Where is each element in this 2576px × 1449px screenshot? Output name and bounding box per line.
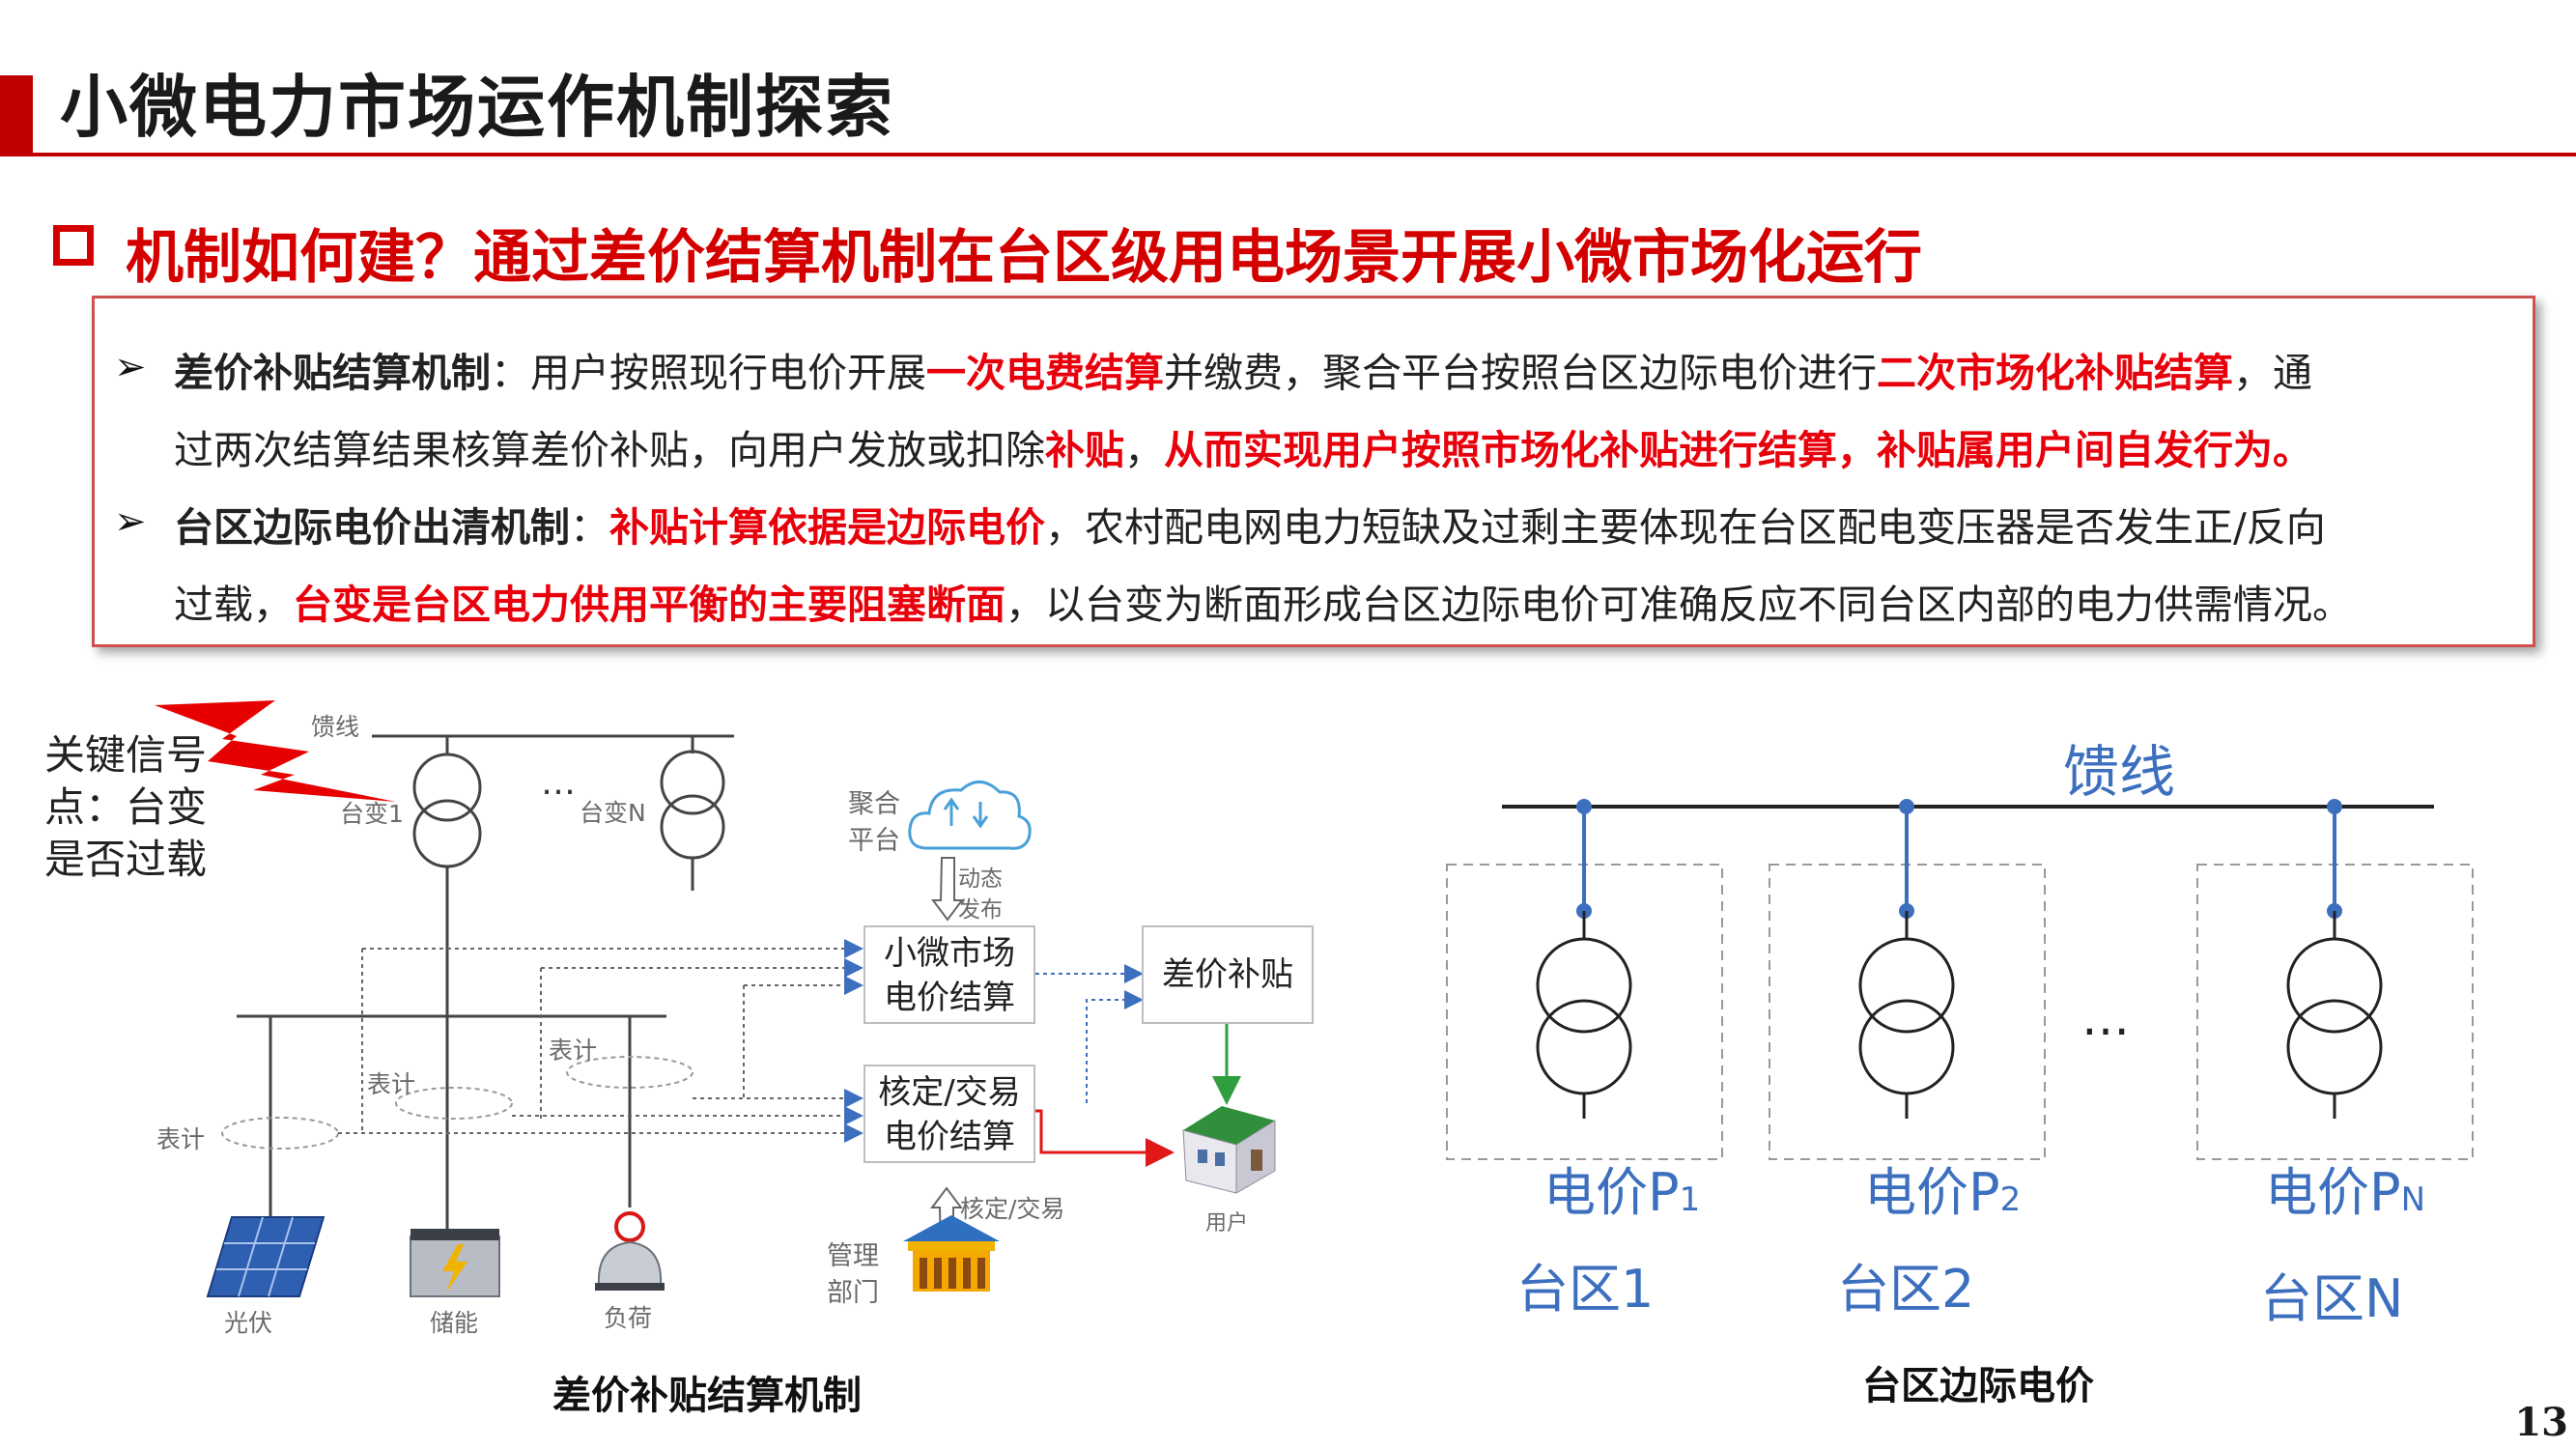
left-diagram-caption: 差价补贴结算机制 (552, 1374, 862, 1418)
transformer-1-icon (412, 753, 482, 822)
management-label: 管理部门 (827, 1241, 879, 1308)
feeder-label: 馈线 (311, 713, 360, 741)
explanation-box (92, 296, 2535, 647)
ellipsis-label: … (541, 763, 576, 803)
management-building-icon (903, 1215, 1000, 1292)
area-n-transformer-icon (2286, 799, 2383, 1119)
user-label: 用户 (1205, 1211, 1249, 1236)
square-bullet-icon (53, 225, 94, 266)
bullet-1-line-1: 差价补贴结算机制：用户按照现行电价开展一次电费结算并缴费，聚合平台按照台区边际电… (174, 350, 2312, 396)
verify-trade-label: 核定/交易 (960, 1195, 1065, 1223)
cloud-icon (908, 781, 1032, 850)
lightning-icon (155, 700, 396, 802)
price-pn-label: 电价PN (2265, 1162, 2426, 1223)
ellipsis-label: … (2081, 990, 2130, 1046)
page-title: 小微电力市场运作机制探索 (60, 68, 894, 147)
area-2-transformer-icon (1858, 799, 1955, 1119)
area-n-label: 台区N (2260, 1268, 2404, 1329)
meter-label: 表计 (367, 1070, 416, 1098)
transformer-n-icon (660, 750, 725, 815)
price-subsidy-box: 差价补贴 (1142, 925, 1314, 1024)
meter-label: 表计 (156, 1125, 206, 1153)
right-diagram-caption: 台区边际电价 (1862, 1364, 2094, 1408)
battery-icon (410, 1229, 500, 1297)
transformer-1-label: 台变1 (340, 800, 404, 828)
title-accent-bar (0, 75, 33, 156)
section-subtitle: 机制如何建？通过差价结算机制在台区级用电场景开展小微市场化运行 (126, 224, 1922, 292)
key-signal-note: 关键信号 点：台变 是否过载 (44, 731, 208, 883)
load-label: 负荷 (604, 1304, 653, 1332)
meter-label: 表计 (549, 1037, 598, 1065)
house-icon (1182, 1106, 1276, 1194)
settlement-mechanism-diagram (155, 700, 1276, 1297)
marginal-price-diagram (1446, 799, 2474, 1160)
feeder-title: 馈线 (2063, 739, 2176, 805)
arrow-bullet-icon: ➢ (114, 345, 147, 389)
area-2-label: 台区2 (1837, 1259, 1975, 1320)
bullet-2-line-1: 台区边际电价出清机制：补贴计算依据是边际电价，农村配电网电力短缺及过剩主要体现在… (174, 504, 2326, 551)
bullet-2-line-2: 过载，台变是台区电力供用平衡的主要阻塞断面，以台变为断面形成台区边际电价可准确反… (174, 582, 2352, 628)
verify-trade-settlement-box: 核定/交易电价结算 (863, 1065, 1035, 1163)
area-1-transformer-icon (1536, 799, 1632, 1119)
pv-label: 光伏 (224, 1309, 273, 1337)
price-p2-label: 电价P2 (1864, 1162, 2022, 1223)
kettle-icon (595, 1211, 665, 1291)
transformer-n-label: 台变N (580, 799, 646, 827)
storage-label: 储能 (430, 1309, 479, 1337)
solar-panel-icon (206, 1216, 326, 1297)
micro-market-settlement-box: 小微市场电价结算 (863, 925, 1035, 1024)
bullet-1-line-2: 过两次结算结果核算差价补贴，向用户发放或扣除补贴，从而实现用户按照市场化补贴进行… (174, 427, 2312, 473)
aggregator-label: 聚合平台 (848, 789, 900, 856)
page-number: 13 (2514, 1400, 2568, 1445)
arrow-bullet-icon: ➢ (114, 499, 147, 544)
title-divider (33, 153, 2576, 156)
area-1-label: 台区1 (1516, 1259, 1655, 1320)
price-p1-label: 电价P1 (1543, 1162, 1701, 1223)
dynamic-release-label: 动态发布 (958, 867, 1003, 923)
